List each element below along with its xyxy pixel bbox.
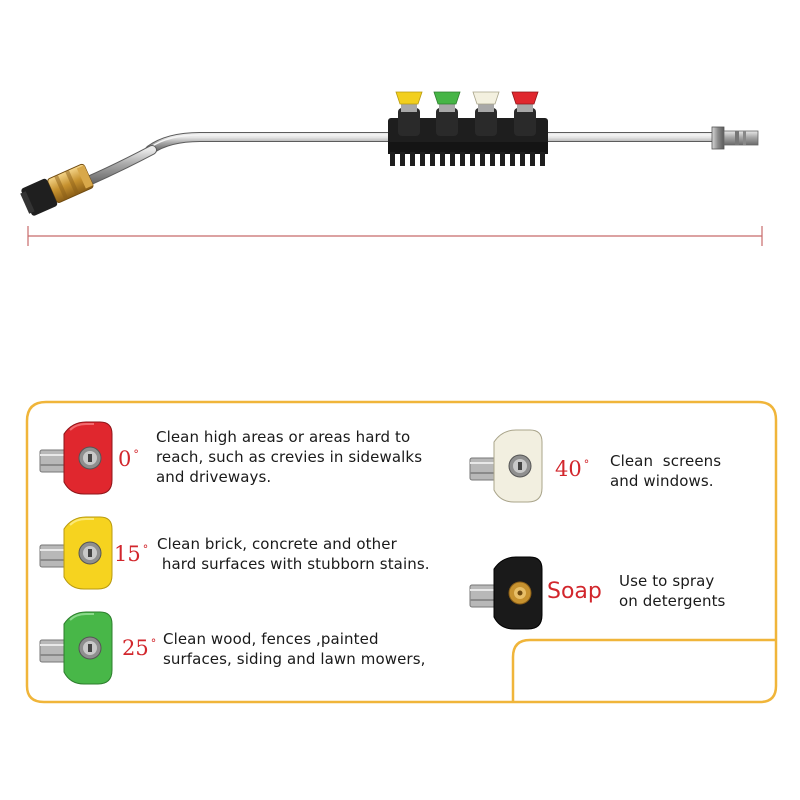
holder-nozzle-red (511, 91, 539, 112)
brass-coupler (20, 163, 94, 216)
holder-nozzle-yellow (395, 91, 423, 112)
soap-nozzle-description: Use to spray on detergents (619, 572, 726, 610)
wand-tube (81, 132, 723, 187)
white-angle-value: 40 (555, 457, 582, 481)
yellow-angle-label: 15° (114, 542, 148, 566)
wand-product-image (20, 91, 763, 246)
green-angle-label: 25° (122, 636, 156, 660)
yellow-nozzle-icon (39, 516, 113, 590)
white-degree-mark: ° (583, 458, 590, 471)
holder-nozzle-green (433, 91, 461, 112)
green-nozzle-description: Clean wood, fences ,painted surfaces, si… (163, 630, 426, 668)
holder-nozzle-white (472, 91, 500, 112)
red-nozzle-description: Clean high areas or areas hard to reach,… (156, 428, 423, 486)
yellow-angle-value: 15 (114, 542, 141, 566)
black-soap-nozzle-icon (469, 556, 543, 630)
white-nozzle-icon (469, 429, 543, 503)
red-nozzle-icon (39, 421, 113, 495)
yellow-nozzle-description: Clean brick, concrete and other hard sur… (157, 535, 430, 573)
white-angle-label: 40° (555, 457, 589, 481)
white-nozzle-description: Clean screens and windows. (610, 452, 722, 490)
green-degree-mark: ° (150, 637, 157, 650)
yellow-degree-mark: ° (142, 543, 149, 556)
nozzle-holder (388, 108, 548, 166)
quick-connect-plug (711, 126, 759, 150)
green-angle-value: 25 (122, 636, 149, 660)
red-angle-value: 0 (118, 447, 132, 471)
card-inner-corner-accent (511, 638, 776, 701)
length-dimension-line (27, 226, 763, 246)
red-angle-label: 0° (118, 447, 139, 471)
info-card-frame (25, 400, 778, 704)
soap-label: Soap (547, 579, 602, 604)
red-degree-mark: ° (133, 448, 139, 461)
green-nozzle-icon (39, 611, 113, 685)
